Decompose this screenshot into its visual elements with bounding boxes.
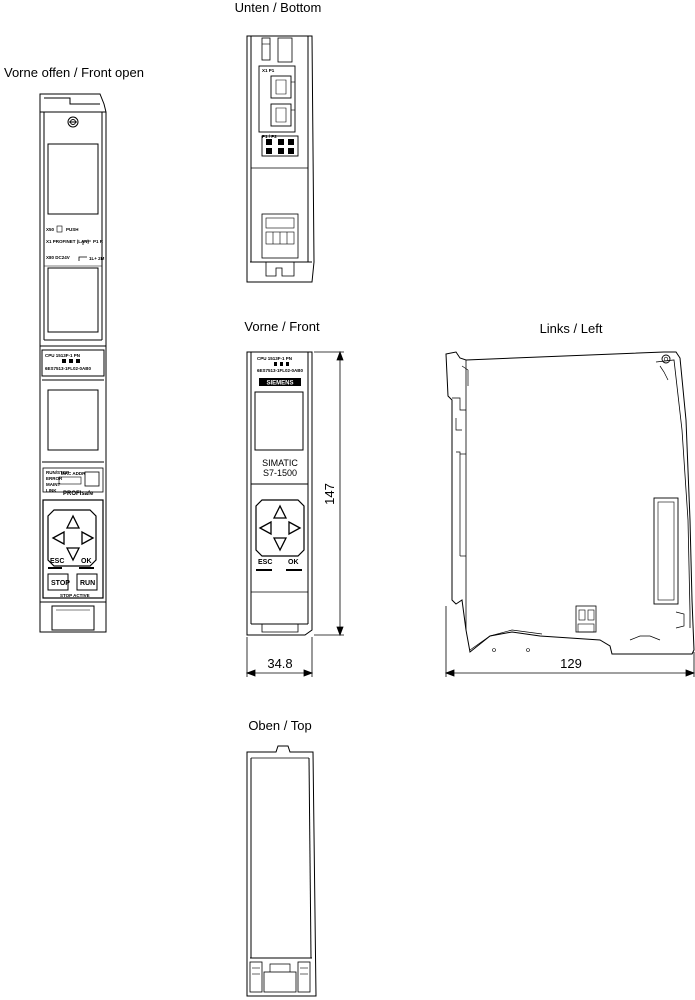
x1-label: X1 PROFINET (LAN) (46, 239, 90, 244)
model-label: S7-1500 (263, 468, 297, 478)
front-arrow-down-icon (272, 537, 288, 552)
simatic-label: SIMATIC (262, 458, 298, 468)
power-connector-icon (261, 135, 299, 157)
front-open-arrow-left-icon (51, 530, 65, 546)
x50-label: X50 (46, 227, 55, 232)
mac-address-label: MAC ADDR (61, 471, 86, 476)
front-ok-key: OK (288, 559, 299, 566)
front-open-ok-key: OK (81, 558, 92, 565)
profisafe-label: PROFIsafe (63, 491, 94, 497)
depth-dimension (444, 606, 695, 677)
rj45-port-1-icon (270, 75, 295, 99)
top-view (246, 745, 317, 997)
front-part-line-2: 6ES7513-1FL02-0AB0 (257, 368, 304, 373)
front-view-title: Vorne / Front (244, 319, 320, 334)
top-screw-icon (67, 116, 79, 128)
siemens-logo: SIEMENS (259, 378, 301, 387)
front-open-arrow-down-icon (65, 547, 81, 562)
led-link-label: LINK (46, 488, 57, 493)
stop-active-label: STOP ACTIVE (60, 593, 90, 598)
front-view: CPU 1513F-1 PN 6ES7513-1FL02-0AB0 SIEMEN… (246, 351, 313, 636)
front-arrow-right-icon (288, 520, 302, 536)
led-error-label: ERROR (46, 476, 63, 481)
front-open-arrow-right-icon (81, 530, 95, 546)
rj45-port-2-icon (270, 103, 295, 127)
bottom-x1-label: X1 P1 (262, 68, 275, 73)
left-view-title: Links / Left (540, 321, 603, 336)
bottom-view: X1 P1 P1 / P2 (246, 35, 315, 283)
x80-label: X80 DC24V (46, 255, 70, 260)
interface-labels-upper: X50 PUSH X1 PROFINET (LAN) P1 R X80 DC24… (46, 225, 105, 261)
led-maint-label: MAINT (46, 482, 60, 487)
front-open-view-title: Vorne offen / Front open (4, 65, 144, 80)
front-open-esc-key: ESC (50, 558, 64, 565)
width-value: 34.8 (267, 656, 292, 671)
front-open-part-line-1: CPU 1513F-1 PN (45, 353, 80, 358)
push-label: PUSH (66, 227, 79, 232)
left-power-connector-icon (575, 605, 597, 633)
front-open-run-key: RUN (80, 580, 95, 587)
top-view-title: Oben / Top (248, 718, 311, 733)
height-dimension (314, 350, 344, 637)
front-open-part-line-2: 6ES7513-1FL02-0AB0 (45, 366, 92, 371)
left-screw-icon (661, 354, 671, 364)
front-part-line-1: CPU 1513F-1 PN (257, 356, 292, 361)
front-open-arrow-up-icon (65, 514, 81, 529)
p1r-label: P1 R (93, 239, 104, 244)
depth-value: 129 (560, 656, 582, 671)
led-run-label: RUN/STOP (46, 470, 69, 475)
bottom-view-title: Unten / Bottom (235, 0, 322, 15)
front-open-stop-key: STOP (51, 580, 70, 587)
front-open-view: X50 PUSH X1 PROFINET (LAN) P1 R X80 DC24… (39, 93, 107, 633)
height-value: 147 (322, 483, 337, 505)
front-arrow-left-icon (258, 520, 272, 536)
width-dimension (245, 637, 314, 677)
left-view (445, 351, 695, 655)
svg-text:SIEMENS: SIEMENS (266, 381, 293, 387)
bottom-ports-label: P1 / P2 (262, 134, 277, 139)
power-pins-label: 1L+ 2M (89, 256, 105, 261)
front-arrow-up-icon (272, 504, 288, 519)
front-esc-key: ESC (258, 559, 272, 566)
